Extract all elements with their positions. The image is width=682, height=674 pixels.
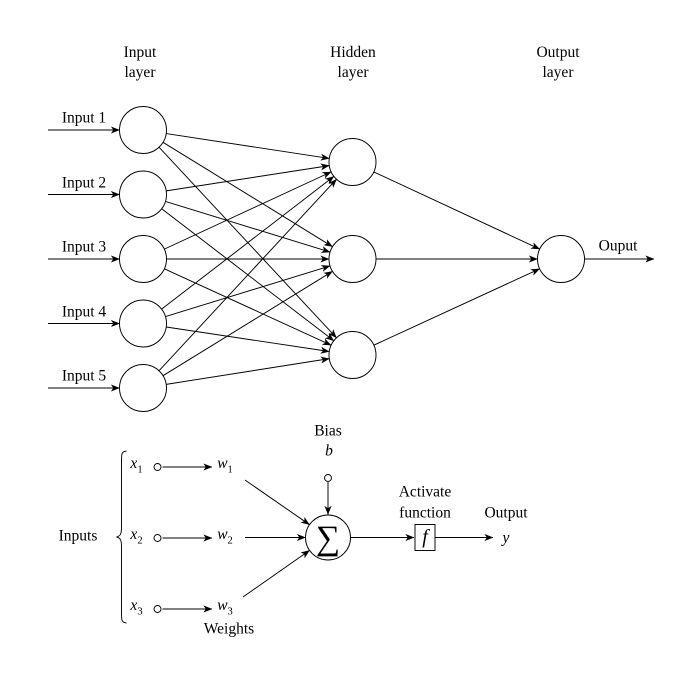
weight-to-sum-arrow [244,479,310,526]
hidden-node [328,235,377,283]
input-terminal [153,463,162,471]
input-node [119,235,167,283]
edge-hidden-to-output [373,268,541,346]
hidden-node [328,331,377,379]
input-node [119,170,167,219]
edge-input-to-hidden [165,265,331,318]
edge-input-to-hidden [161,175,335,310]
input-node [119,364,167,412]
network-output-label: Ouput [598,237,638,255]
inputs-brace-label: Inputs [58,527,98,545]
neuron-input-symbol: x3 [130,597,143,618]
output-node [537,235,585,283]
edge-input-to-hidden [166,356,330,385]
activate-function-label-line2: function [399,504,451,522]
input-arrow-label: Input 3 [61,238,107,256]
weights-label: Weights [203,620,255,638]
input-terminal [153,605,162,613]
bias-label: Bias [314,422,342,440]
edge-hidden-to-output [373,171,541,250]
inputs-brace [116,450,127,624]
hidden-node [328,138,377,186]
neuron-input-symbol: x1 [130,455,143,476]
neuron-input-symbol: x2 [130,526,143,547]
edge-input-to-hidden [166,326,330,354]
activate-function-label-line1: Activate [398,483,452,501]
input-arrow-label: Input 5 [61,367,107,385]
input-node [119,299,167,348]
input-node [119,106,167,154]
bias-symbol: b [325,442,333,460]
input-arrow-label: Input 1 [61,109,107,127]
edge-input-to-hidden [162,270,333,377]
edge-input-to-hidden [164,268,332,346]
edge-input-to-hidden [165,200,331,253]
weight-symbol: w3 [217,597,233,618]
edge-input-to-hidden [166,163,330,192]
activation-function-symbol: f [422,526,428,548]
weight-symbol: w2 [217,526,233,547]
edge-input-to-hidden [162,141,333,248]
bias-terminal [324,474,332,482]
neuron-output-label: Output [484,504,528,522]
edge-input-to-hidden [166,133,330,161]
sum-symbol: ∑ [315,520,341,557]
input-arrow-label: Input 4 [61,302,107,320]
output-symbol: y [502,529,510,547]
edge-input-to-hidden [164,171,332,250]
edge-input-to-hidden [158,178,337,372]
weight-to-sum-arrow [242,550,310,598]
input-arrow-label: Input 2 [61,173,107,191]
input-terminal [153,534,162,542]
weight-symbol: w1 [217,455,233,476]
